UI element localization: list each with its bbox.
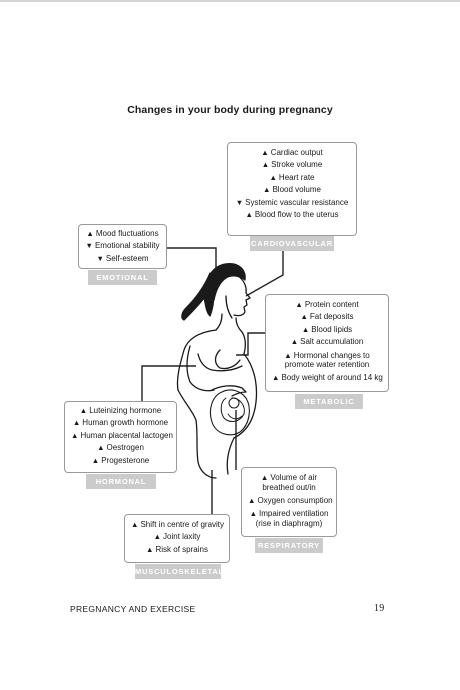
list-item: ▲Salt accumulation — [290, 337, 364, 347]
musculoskeletal-box: ▲Shift in centre of gravity ▲Joint laxit… — [124, 514, 230, 563]
connector-metabolic — [236, 332, 265, 356]
list-item: ▲Oxygen consumption — [248, 496, 333, 505]
arrow-up-icon: ▲ — [72, 418, 81, 428]
list-item: ▲Cardiac output — [261, 148, 323, 157]
arrow-up-icon: ▲ — [263, 185, 271, 195]
list-item: ▲Joint laxity — [153, 532, 201, 542]
metabolic-box: ▲Protein content ▲Fat deposits ▲Blood li… — [265, 294, 389, 392]
arrow-up-icon: ▲ — [249, 509, 258, 519]
connector-emotional — [167, 247, 217, 270]
arrow-up-icon: ▲ — [153, 532, 162, 542]
hormonal-label: HORMONAL — [86, 474, 156, 489]
list-item: ▲Impaired ventilation (rise in diaphragm… — [249, 509, 329, 528]
arrow-up-icon: ▲ — [146, 544, 154, 554]
list-item: ▲Body weight of around 14 kg — [272, 372, 383, 382]
list-item: ▲Luteinizing hormone — [79, 406, 162, 415]
arrow-up-icon: ▲ — [71, 430, 79, 440]
hormonal-box: ▲Luteinizing hormone ▲Human growth hormo… — [64, 401, 177, 473]
arrow-up-icon: ▲ — [261, 160, 270, 170]
list-item: ▲Risk of sprains — [146, 544, 208, 554]
page-number: 19 — [374, 603, 385, 614]
list-item: ▲Blood lipids — [301, 324, 353, 334]
connector-cardiovascular — [245, 251, 284, 297]
list-item: ▼Systemic vascular resistance — [235, 197, 349, 207]
list-item: ▲Mood fluctuations — [86, 229, 159, 238]
musculoskeletal-label: MUSCULOSKELETAL — [135, 564, 223, 579]
arrow-up-icon: ▲ — [245, 210, 253, 220]
list-item: ▼Emotional stability — [85, 241, 160, 251]
respiratory-box: ▲Volume of air breathed out/in ▲Oxygen c… — [241, 467, 337, 537]
list-item: ▲Blood flow to the uterus — [245, 210, 339, 220]
list-item: ▲Fat deposits — [300, 312, 354, 322]
top-rule — [0, 0, 460, 2]
emotional-box: ▲Mood fluctuations ▼Emotional stability … — [78, 224, 167, 269]
list-item: ▲Oestrogen — [97, 443, 144, 453]
arrow-down-icon: ▼ — [85, 241, 93, 251]
arrow-down-icon: ▼ — [96, 253, 104, 263]
list-item: ▲Blood volume — [263, 185, 321, 195]
arrow-up-icon: ▲ — [91, 455, 100, 465]
list-item: ▲Volume of air breathed out/in — [260, 473, 318, 492]
arrow-up-icon: ▲ — [300, 312, 308, 322]
arrow-up-icon: ▲ — [261, 148, 269, 157]
arrow-up-icon: ▲ — [260, 473, 269, 482]
respiratory-label: RESPIRATORY — [255, 538, 323, 553]
cardiovascular-box: ▲Cardiac output ▲Stroke volume ▲Heart ra… — [227, 142, 357, 236]
list-item: ▲Human placental lactogen — [71, 430, 173, 440]
arrow-down-icon: ▼ — [235, 197, 244, 207]
list-item: ▲Stroke volume — [261, 160, 323, 170]
arrow-up-icon: ▲ — [131, 520, 139, 529]
list-item: ▲Human growth hormone — [72, 418, 169, 428]
list-item: ▲Shift in centre of gravity — [131, 520, 225, 529]
footer-running-title: PREGNANCY AND EXERCISE — [70, 604, 196, 614]
diagram-title: Changes in your body during pregnancy — [127, 104, 333, 116]
metabolic-label: METABOLIC — [295, 394, 363, 409]
connector-hormonal — [141, 365, 196, 402]
emotional-label: EMOTIONAL — [88, 270, 157, 285]
arrow-up-icon: ▲ — [86, 229, 94, 238]
arrow-up-icon: ▲ — [301, 324, 310, 334]
arrow-up-icon: ▲ — [97, 443, 105, 453]
arrow-up-icon: ▲ — [248, 496, 256, 505]
arrow-up-icon: ▲ — [284, 350, 292, 360]
arrow-up-icon: ▲ — [290, 337, 299, 347]
arrow-up-icon: ▲ — [272, 372, 280, 382]
list-item: ▲Protein content — [295, 300, 359, 309]
list-item: ▼Self-esteem — [96, 253, 149, 263]
arrow-up-icon: ▲ — [269, 172, 277, 182]
list-item: ▲Progesterone — [91, 455, 150, 465]
arrow-up-icon: ▲ — [79, 406, 88, 415]
cardiovascular-label: CARDIOVASCULAR — [250, 236, 334, 251]
arrow-up-icon: ▲ — [295, 300, 303, 309]
list-item: ▲Heart rate — [269, 172, 315, 182]
list-item: ▲Hormonal changes to promote water reten… — [284, 350, 370, 370]
